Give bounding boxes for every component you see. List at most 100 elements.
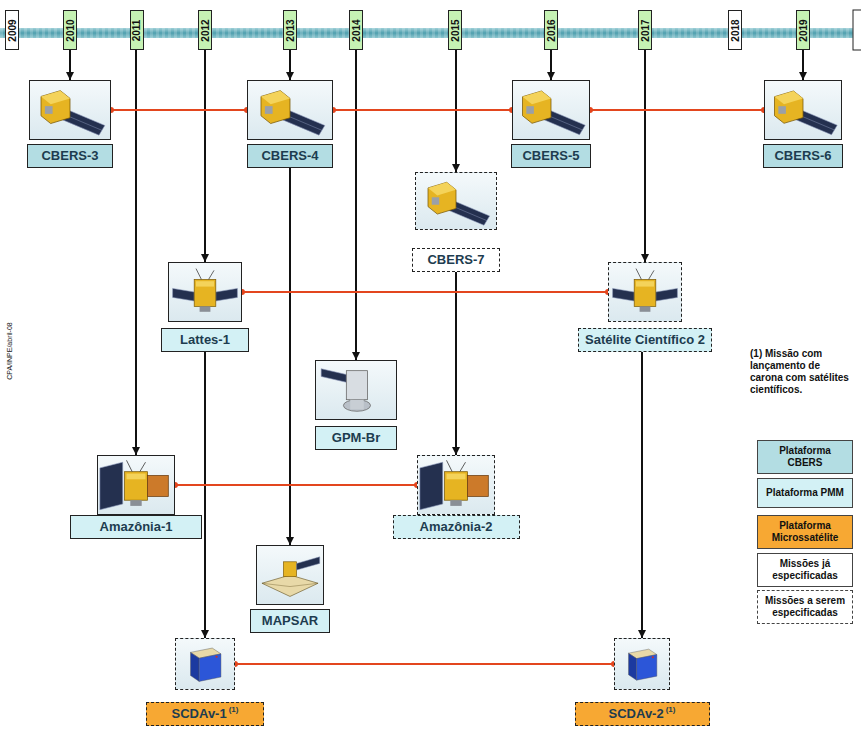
- legend-text: Plataforma CBERS: [761, 445, 849, 469]
- mission-name: CBERS-6: [774, 148, 831, 163]
- legend-text: Plataforma Microssatélite: [761, 520, 849, 544]
- timeline-arrow: [551, 50, 552, 80]
- mission-node: SCDAv-1(1): [146, 638, 264, 726]
- legend-text: Plataforma PMM: [766, 487, 844, 499]
- year-label: 2014: [351, 19, 362, 41]
- mission-label: CBERS-3: [27, 144, 113, 168]
- year-label: 2017: [640, 19, 651, 41]
- timeline-arrow: [644, 50, 646, 262]
- mission-label: Lattes-1: [161, 328, 249, 352]
- satellite-icon: [418, 456, 494, 514]
- timeline-arrow: [204, 352, 206, 638]
- timeline-arrow: [641, 352, 643, 638]
- satellite-frame: [168, 262, 242, 322]
- timeline-arrow: [204, 50, 206, 262]
- year-box: 2012: [198, 10, 212, 50]
- year-label: 2009: [7, 19, 18, 41]
- year-box: 2009: [5, 10, 19, 50]
- mission-name: CBERS-7: [427, 252, 484, 267]
- satellite-icon: [176, 639, 234, 689]
- timeline-arrow: [455, 272, 457, 455]
- year-box: 2011: [130, 10, 144, 50]
- timeline-arrow: [290, 50, 291, 80]
- continuity-line: [239, 289, 611, 295]
- timeline-arrow: [456, 272, 457, 455]
- mission-node: Satélite Científico 2: [578, 262, 712, 352]
- continuity-line: [242, 291, 608, 293]
- mission-name: Amazônia-1: [100, 519, 173, 534]
- mission-label: Satélite Científico 2: [578, 328, 712, 352]
- year-box: 2014: [349, 10, 363, 50]
- timeline-arrow: [289, 168, 291, 545]
- year-box: 2016: [544, 10, 558, 50]
- mission-label: SCDAv-1(1): [146, 702, 264, 726]
- mission-node: SCDAv-2(1): [575, 638, 710, 726]
- satellite-icon: [416, 173, 496, 229]
- continuity-line: [235, 663, 614, 665]
- mission-label: MAPSAR: [250, 609, 330, 633]
- legend-item: Plataforma CBERS: [757, 440, 853, 474]
- mission-name: Amazônia-2: [420, 519, 493, 534]
- year-box: 2013: [283, 10, 297, 50]
- mission-label: Amazônia-2: [393, 515, 520, 539]
- timeline-arrow: [803, 50, 804, 80]
- satellite-frame: [315, 360, 397, 420]
- mission-name: GPM-Br: [332, 430, 380, 445]
- timeline-arrow: [355, 50, 357, 360]
- timeline-arrow: [290, 168, 291, 545]
- continuity-line: [333, 109, 512, 111]
- satellite-icon: [609, 263, 681, 321]
- satellite-frame: [764, 80, 842, 140]
- footnote-mark: (1): [229, 705, 239, 714]
- timeline-arrow: [289, 50, 291, 80]
- mission-node: CBERS-4: [247, 80, 333, 168]
- mission-name: SCDAv-2: [609, 706, 664, 721]
- year-label: 2015: [450, 19, 461, 41]
- legend-item: Plataforma Microssatélite: [757, 515, 853, 549]
- continuity-line: [111, 109, 247, 111]
- year-label: 2011: [132, 19, 143, 41]
- mission-label: Amazônia-1: [70, 515, 202, 539]
- satellite-frame: [97, 455, 175, 515]
- mission-name: Lattes-1: [180, 332, 230, 347]
- satellite-icon: [316, 361, 396, 419]
- year-box: 2017: [638, 10, 652, 50]
- satellite-icon: [98, 456, 174, 514]
- mission-node: CBERS-3: [27, 80, 113, 168]
- satellite-frame: [175, 638, 235, 690]
- mission-name: CBERS-4: [261, 148, 318, 163]
- mission-node: CBERS-7: [412, 172, 500, 272]
- legend-text: Missões a serem especificadas: [761, 595, 849, 619]
- year-box: 2018: [728, 10, 742, 50]
- continuity-line: [590, 109, 764, 111]
- satellite-icon: [169, 263, 241, 321]
- year-box: 2010: [63, 10, 77, 50]
- continuity-line: [587, 107, 767, 113]
- mission-name: Satélite Científico 2: [585, 332, 705, 347]
- satellite-icon: [765, 81, 841, 139]
- timeline-arrow: [642, 352, 643, 638]
- year-box: 2015: [448, 10, 462, 50]
- footnote-mark: (1): [666, 705, 676, 714]
- mission-name: SCDAv-1: [172, 706, 227, 721]
- mission-label: SCDAv-2(1): [575, 702, 710, 726]
- year-label: 2016: [546, 19, 557, 41]
- mission-name: MAPSAR: [262, 613, 318, 628]
- mission-node: Lattes-1: [161, 262, 249, 352]
- timeline-arrow: [802, 50, 804, 80]
- satellite-icon: [513, 81, 589, 139]
- timeline-arrow: [645, 50, 646, 262]
- mission-node: GPM-Br: [315, 360, 397, 450]
- timeline-arrow: [205, 50, 206, 262]
- year-box: 2019: [796, 10, 810, 50]
- continuity-line: [175, 484, 417, 486]
- year-label: 2018: [730, 19, 741, 41]
- timeline-arrow: [69, 50, 71, 80]
- mission-label: CBERS-6: [763, 144, 843, 168]
- legend-item: Missões a serem especificadas: [757, 590, 853, 624]
- timeline-arrow: [550, 50, 552, 80]
- continuity-line: [232, 661, 617, 667]
- year-label: 2019: [798, 19, 809, 41]
- mission-name: CBERS-5: [522, 148, 579, 163]
